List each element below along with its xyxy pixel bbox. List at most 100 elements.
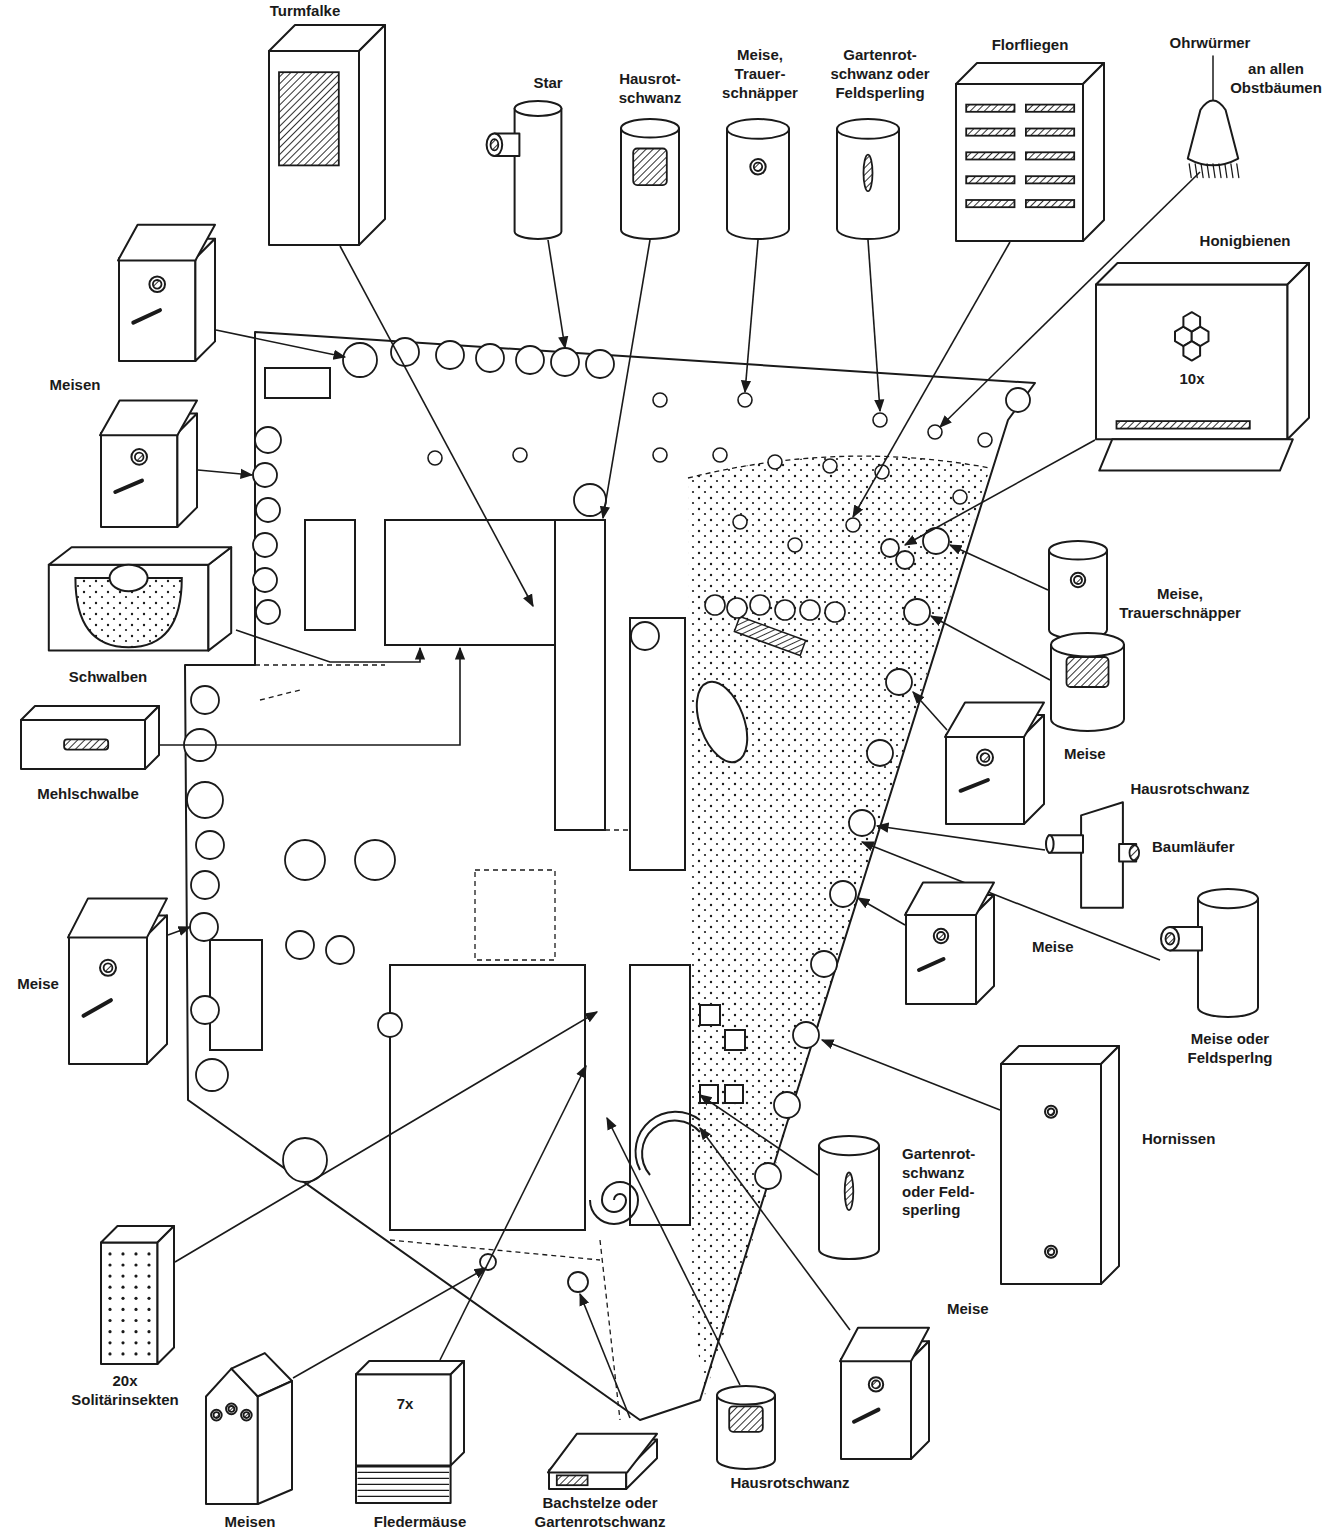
nest-entrance (110, 565, 148, 591)
entrance-hole (226, 1404, 237, 1415)
nest-hole (147, 1275, 150, 1278)
tree (286, 931, 314, 959)
roof (100, 401, 197, 436)
nest-hole (134, 1286, 137, 1289)
nest-box-drawing (955, 62, 1105, 242)
leader-line (168, 927, 190, 935)
nest-hole (134, 1319, 137, 1322)
nest-box: Hausrot- schwanz (620, 118, 680, 240)
garden-bed (305, 520, 355, 630)
box-label: Hausrot- schwanz (606, 70, 695, 108)
nest-box-drawing (20, 705, 160, 770)
honeycomb-cell (1183, 341, 1200, 360)
box-label: Meisen (48, 376, 103, 395)
nest-hole (147, 1341, 150, 1344)
nest-box-drawing (548, 1418, 658, 1490)
entrance-hole (131, 449, 147, 465)
box-label: Meise (1030, 938, 1076, 957)
fruit-tree (713, 448, 727, 462)
nest-box-drawing (836, 118, 900, 240)
tree (904, 599, 930, 625)
box-front (101, 1243, 158, 1365)
hole-shadow (1074, 576, 1082, 584)
terrace (475, 870, 555, 960)
nest-box: Meisen (205, 1350, 293, 1505)
meadow-edge (688, 456, 990, 478)
nest-hole (134, 1275, 137, 1278)
leader-line (440, 1066, 586, 1360)
slat (966, 200, 1014, 207)
straw-fringe (1225, 164, 1227, 178)
leader-line (822, 1040, 1000, 1110)
entrance-hole (1071, 573, 1085, 587)
building (555, 520, 605, 830)
fruit-tree (823, 459, 837, 473)
tube-body (1051, 645, 1124, 731)
tube-top (819, 1136, 879, 1155)
entrance-hole (100, 960, 116, 976)
tree (811, 951, 837, 977)
nest-box: Schwalben (45, 545, 235, 655)
straw-fringe (1231, 164, 1233, 178)
fruit-tree (653, 393, 667, 407)
roof (68, 898, 167, 937)
box-side (451, 1361, 464, 1465)
nest-hole (121, 1286, 124, 1289)
leader-line (931, 616, 1050, 680)
tube-body (837, 129, 899, 239)
slat (1026, 176, 1074, 183)
fruit-tree (768, 455, 782, 469)
entrance-hole (977, 750, 993, 766)
nest-hole (121, 1252, 124, 1255)
tree (793, 1022, 819, 1048)
nest-box: 7xFledermäuse (355, 1360, 465, 1505)
nest-hole (147, 1297, 150, 1300)
spout-end (1046, 835, 1054, 853)
wall-arc (636, 1112, 700, 1175)
leader-line (216, 330, 345, 357)
slat (1026, 200, 1074, 207)
nest-hole (121, 1341, 124, 1344)
box-side (258, 1381, 292, 1504)
hole-shadow (1048, 1109, 1055, 1116)
leader-line (580, 1294, 630, 1418)
slat (966, 105, 1014, 112)
tree (516, 346, 544, 374)
box-label: Meise (15, 975, 61, 994)
garden-bed (700, 1005, 720, 1025)
plot-boundary (185, 332, 1035, 1420)
nest-box-drawing (1048, 540, 1108, 640)
leader-line (607, 1118, 740, 1385)
garden-bed (725, 1085, 743, 1103)
nest-box: Gartenrot- schwanz oder Feldsperling (836, 118, 900, 240)
nest-box-drawing (268, 24, 386, 246)
nest-box-drawing (818, 1135, 880, 1260)
nest-box: Star (485, 100, 563, 240)
nest-box: Meisen (118, 222, 216, 362)
tree (1006, 388, 1030, 412)
nest-hole (121, 1263, 124, 1266)
leader-line (745, 240, 758, 392)
box-side (1083, 63, 1104, 241)
slat (1026, 105, 1074, 112)
stone (750, 595, 770, 615)
tree (574, 484, 606, 516)
hole-shadow (229, 1406, 235, 1412)
nest-hole (147, 1330, 150, 1333)
tube-body (515, 109, 562, 240)
slat-line (358, 1496, 449, 1497)
nest-hole (108, 1341, 111, 1344)
nest-hole (134, 1308, 137, 1311)
entrance-hole (1045, 1106, 1057, 1118)
roof (840, 1328, 929, 1362)
box-side (911, 1341, 929, 1459)
leader-line (340, 246, 533, 606)
box-label: Meisen (223, 1513, 278, 1532)
tree (191, 996, 219, 1024)
leader-line (198, 470, 252, 475)
hole-shadow (214, 1412, 220, 1418)
roof-board (49, 547, 231, 565)
entrance-hole (869, 1377, 883, 1391)
box-label: Hausrotschwanz (1128, 780, 1251, 799)
fruit-tree (428, 451, 442, 465)
